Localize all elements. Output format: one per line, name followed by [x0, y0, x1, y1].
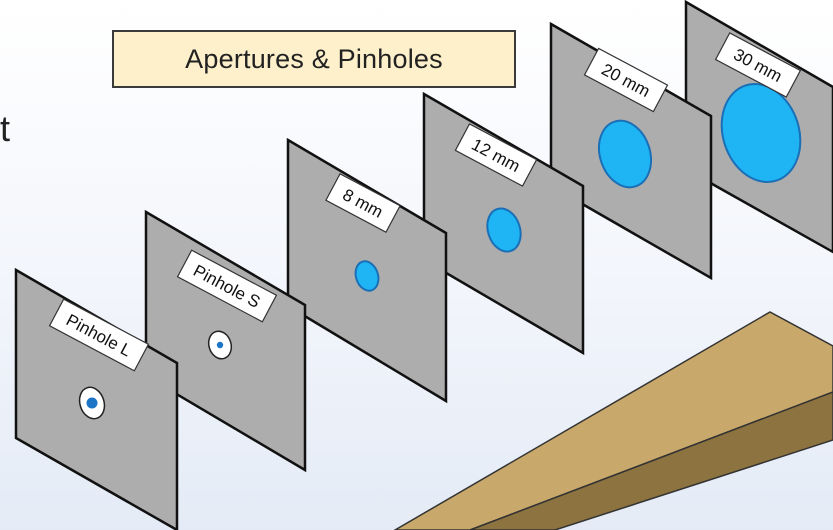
rail-top-face [393, 311, 833, 530]
plate-pinhole-l: Pinhole L [14, 267, 179, 530]
aperture-20mm [598, 119, 652, 189]
pinhole-s-dot [216, 341, 224, 349]
label-box-8mm: 8 mm [325, 172, 401, 234]
aperture-8mm [354, 260, 380, 292]
diagram-title: Apertures & Pinholes [185, 43, 443, 74]
rail-side-face [469, 391, 833, 530]
aperture-30mm [720, 83, 802, 183]
left-text-fragment: t [0, 108, 11, 149]
title-box: Apertures & Pinholes [112, 30, 516, 88]
pinhole-l-dot [86, 397, 98, 409]
plate-8mm: 8 mm [286, 137, 448, 404]
aperture-12mm [486, 207, 522, 253]
optical-rail [393, 311, 833, 530]
plate-pinhole-s: Pinhole S [144, 209, 307, 473]
